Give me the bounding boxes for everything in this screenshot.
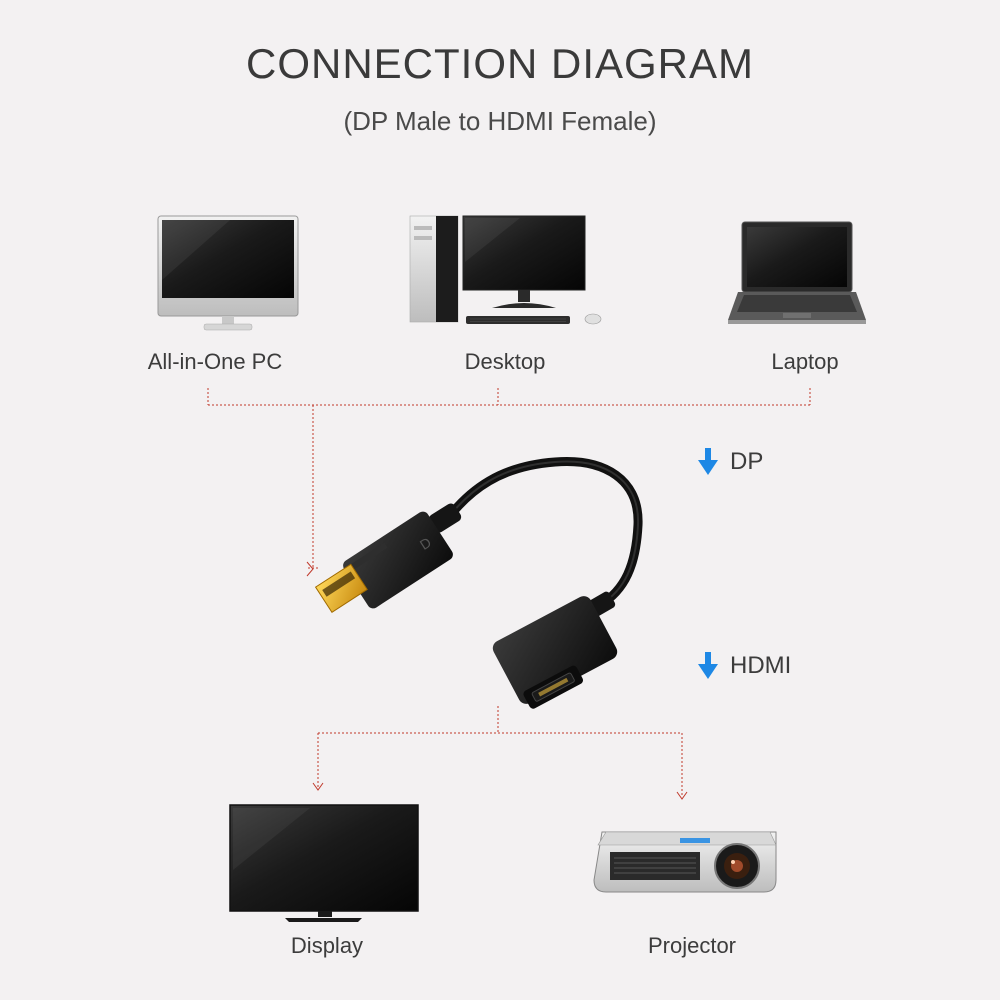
dp-arrow-icon: [698, 448, 718, 475]
output-connector-lines: [317, 706, 683, 797]
dp-signal-label: DP: [730, 448, 764, 475]
diagram-title: CONNECTION DIAGRAM: [245, 40, 754, 87]
source-label-all-in-one: All-in-One PC: [147, 349, 283, 374]
dp-to-hdmi-adapter: D: [314, 457, 643, 709]
hdmi-signal-label: HDMI: [730, 652, 792, 679]
desktop-computer-icon: [409, 215, 602, 325]
source-connector-lines: [207, 388, 811, 568]
source-label-desktop: Desktop: [464, 349, 546, 374]
output-label-display: Display: [290, 933, 364, 958]
diagram-subtitle: (DP Male to HDMI Female): [343, 106, 657, 136]
projector-icon: [593, 831, 777, 893]
all-in-one-pc-icon: [157, 215, 299, 331]
dp-input-arrowhead: [306, 561, 314, 577]
tv-display-icon: [229, 804, 419, 922]
hdmi-arrow-icon: [698, 652, 718, 679]
output-label-projector: Projector: [647, 933, 737, 958]
laptop-icon: [728, 221, 866, 324]
source-label-laptop: Laptop: [771, 349, 839, 374]
